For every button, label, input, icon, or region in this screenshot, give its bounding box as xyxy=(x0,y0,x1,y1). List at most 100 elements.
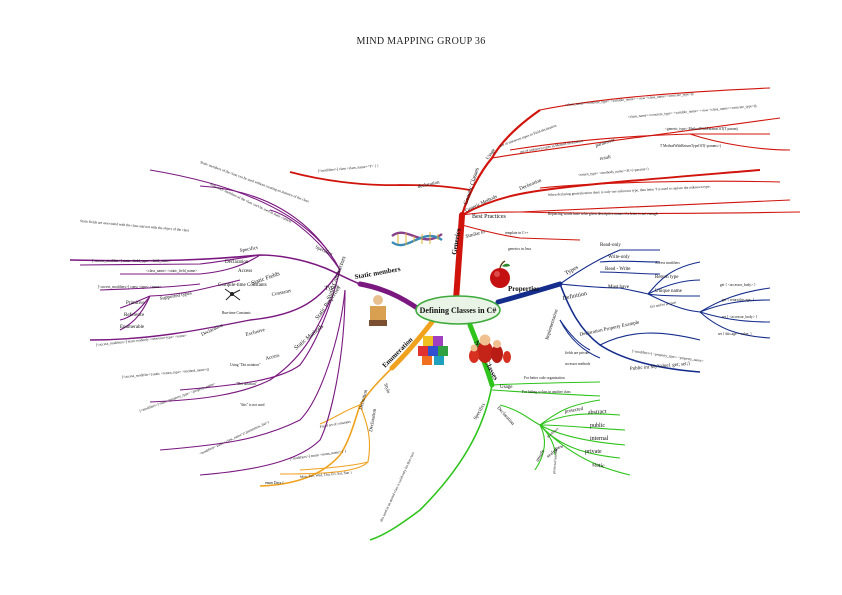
static-reference: Reference xyxy=(124,313,145,318)
generics-best-note: Replacing words have to be given descrip… xyxy=(548,212,658,216)
static-exclusive: Exclusive xyxy=(245,328,266,338)
static-specifics: Specifics xyxy=(314,245,333,257)
nested-hiding: For hiding a class in another class xyxy=(522,390,571,394)
static-supported: Supported types xyxy=(159,291,192,302)
person-icon xyxy=(369,295,387,326)
properties-accessor-methods: accessor methods xyxy=(565,362,591,366)
properties-modifiers-example: [<modifiers>] <property_type> <property_… xyxy=(632,349,704,363)
generic-classes-label: Generic Classes xyxy=(463,167,481,206)
nested-mod-static: static xyxy=(592,462,606,470)
nested-usage: Usage xyxy=(500,385,513,390)
static-constants: Constants xyxy=(271,289,291,298)
properties-label: Properties xyxy=(508,285,539,293)
nested-new: new xyxy=(555,444,565,452)
static-compile-const: Compile-time Constants xyxy=(218,283,267,288)
properties-or-both: Get and/or set part xyxy=(649,300,676,309)
enumeration-decl-syntax: [<modifiers>] enum <enum_name> { } xyxy=(290,449,347,461)
properties-get-body: get { <accessor_body> } xyxy=(720,283,756,287)
static-get-set: <modifiers> static <class_name>(<paramet… xyxy=(199,420,271,456)
properties-types: Types xyxy=(564,264,580,276)
static-dot-notation: "Dot notation" xyxy=(236,382,258,386)
properties-access-modifier: Access modifiers xyxy=(655,261,680,265)
enumeration-trunk xyxy=(389,319,435,371)
static-trunk xyxy=(357,281,423,313)
properties-trunk xyxy=(495,281,563,305)
matryoshka-icon xyxy=(469,334,511,363)
generics-trunk xyxy=(453,212,465,303)
static-declaration-2: Declaration xyxy=(201,323,225,338)
properties-read-only: Read-only xyxy=(600,243,621,248)
generics-best-practices: Best Practices xyxy=(472,214,506,220)
nested-better-org: For better code organization xyxy=(524,376,565,380)
diagram-icon xyxy=(224,288,241,301)
map-title: MIND MAPPING GROUP 36 xyxy=(356,36,486,47)
static-access-2: Access xyxy=(265,353,280,362)
nested-mod-protected: protected xyxy=(564,407,584,415)
generics-template: template in C++ xyxy=(505,231,528,235)
nested-protected-internal: protected internal xyxy=(552,449,558,475)
static-const-syntax: [<access_modifiers>] const <type> <name> xyxy=(98,285,162,289)
properties-set-body: set { <accessor_body> } xyxy=(722,315,758,319)
generics-java: generics in Java xyxy=(508,247,531,251)
nested-mod-abstract: abstract xyxy=(588,409,607,416)
static-runtime-const: Run-time Constants xyxy=(222,311,251,315)
properties-implementation: Implementation xyxy=(545,308,560,340)
nested-unsafe: unsafe xyxy=(535,449,546,463)
static-field-access: <class_name>.<static_field_name> xyxy=(146,269,197,273)
center-node: Defining Classes in C# xyxy=(415,295,501,325)
generics-branch: Generics Generic Classes Usage <class_na… xyxy=(289,87,801,303)
nested-mod-private: private xyxy=(585,449,602,455)
static-label: Static members xyxy=(354,265,401,281)
static-field-syntax: [<access_modifier>] static <field_type> … xyxy=(92,259,171,263)
static-declaration: Declaration xyxy=(225,260,249,265)
properties-read-write: Read - Write xyxy=(605,267,631,272)
dna-icon xyxy=(391,231,443,247)
enumeration-branch: Enumeration Definition Fixed set of cons… xyxy=(259,319,435,487)
properties-public-example: Public int MyValue{ get; set;} xyxy=(630,362,691,372)
generics-similar: Similar to xyxy=(465,230,486,240)
generics-result-example: T MethodWithReturnTypeOfT(<params>) xyxy=(660,144,722,148)
apple-icon xyxy=(490,260,510,288)
generics-field-example: <class_name><concrete_type> <variable_na… xyxy=(628,104,758,119)
enumeration-definition-note: Fixed set of constants xyxy=(319,420,351,429)
properties-return-type: Return type xyxy=(655,275,679,280)
properties-fields-private: fields are private xyxy=(565,351,590,355)
enumeration-definition: Definition xyxy=(359,389,369,411)
static-types: Types xyxy=(324,283,340,291)
properties-set-example: set { this.age = value; } xyxy=(718,332,752,336)
enumeration-days: Mon, Tue, Wed, Thu, Fri, Sat, Sun } xyxy=(300,470,353,480)
generics-method-decl-example: <return_type> <methods_name><K>(<params>… xyxy=(578,167,650,177)
static-access: Access xyxy=(238,269,252,274)
properties-example: Declaration Property Example xyxy=(579,320,640,338)
enumeration-declaration: Declaration xyxy=(369,408,378,432)
nested-mod-public: public xyxy=(590,423,605,429)
enumeration-enum-days: enum Days { xyxy=(265,481,284,485)
static-method-syntax: [<access_modifier>] static <return_type>… xyxy=(122,367,210,379)
properties-write-only: Write-only xyxy=(608,255,630,260)
generics-result: result xyxy=(599,155,611,162)
properties-branch: Properties Types Read-only Write-only Re… xyxy=(495,243,771,373)
properties-definition: Definition xyxy=(562,290,588,302)
static-this-not-used: "this" is not used xyxy=(240,403,265,407)
static-methods: Static Methods xyxy=(293,323,325,351)
enumeration-style: Style xyxy=(382,383,390,395)
static-enumerable: Enumerable xyxy=(120,325,145,330)
nested-mod-internal: internal xyxy=(590,436,609,442)
properties-must-have: Must have xyxy=(608,285,630,290)
static-specifics-2: Specifics xyxy=(239,246,258,254)
generics-usage: Usage xyxy=(486,147,498,161)
nested-this-note: this used in an nested class is valid on… xyxy=(379,451,415,523)
generics-new-instance: <class_name><concrete_type> <variable_na… xyxy=(565,92,695,107)
static-dot: Using "Dot notation" xyxy=(230,363,261,367)
generics-parameter: parameter xyxy=(595,138,616,149)
generics-param-example: <generic_type> MethodWithParamsOfT(T par… xyxy=(665,127,739,131)
center-label: Defining Classes in C# xyxy=(420,306,497,315)
properties-get-return: get { return this.age; } xyxy=(722,298,754,302)
generics-declaration-label: declaration xyxy=(417,180,440,190)
static-fields-note: Static fields are associated with the cl… xyxy=(80,219,190,233)
blocks-icon xyxy=(418,336,448,365)
properties-unique-name: Unique name xyxy=(655,289,683,294)
generics-decl-modifiers: [<modifiers>] class <class_name><T> { } xyxy=(318,164,380,173)
static-primitive: Primitive xyxy=(126,301,145,306)
